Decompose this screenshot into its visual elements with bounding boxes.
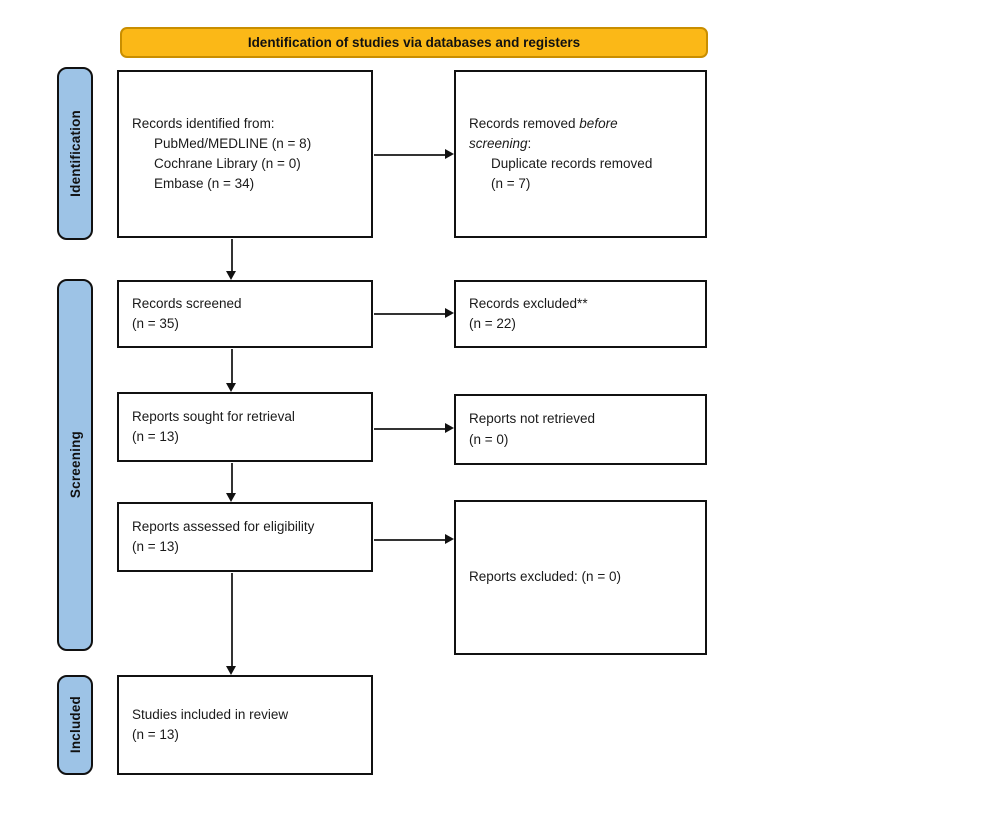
box-records-identified-text: Records identified from: PubMed/MEDLINE … [119,114,319,195]
box-line: Cochrane Library (n = 0) [154,156,301,171]
box-reports-sought: Reports sought for retrieval (n = 13) [117,392,373,462]
box-line: Records screened [132,295,242,311]
box-line-italic: before [579,115,618,131]
box-line-normal: Records removed [469,115,580,131]
box-records-excluded-text: Records excluded** (n = 22) [456,294,596,335]
box-line: (n = 22) [469,316,516,331]
box-line: (n = 0) [469,431,509,447]
box-line: Records removed before [469,114,652,134]
stage-label-included: Included [57,675,93,775]
box-reports-not-retrieved-text: Reports not retrieved (n = 0) [456,409,603,450]
box-line: Duplicate records removed [491,156,653,171]
connector-arrow-assessed-to-included [227,573,235,675]
box-line-italic: screening [469,135,528,151]
box-line: Reports sought for retrieval [132,408,295,424]
box-line: Embase (n = 34) [154,176,255,192]
connector-arrow-screened-to-excluded [374,309,454,317]
stage-label-included-text: Included [67,696,83,754]
box-reports-not-retrieved: Reports not retrieved (n = 0) [454,394,707,465]
connector-arrow-assessed-to-excluded [374,535,454,543]
box-line: (n = 13) [132,429,179,444]
box-reports-excluded-text: Reports excluded: (n = 0) [456,567,629,587]
box-records-screened: Records screened (n = 35) [117,280,373,348]
stage-label-screening: Screening [57,279,93,651]
banner-identification-via-databases: Identification of studies via databases … [120,27,708,58]
connector-arrow-identified-to-removed [374,150,454,158]
box-reports-excluded: Reports excluded: (n = 0) [454,500,707,655]
connector-arrow-sought-to-not-retrieved [374,424,454,432]
box-line: PubMed/MEDLINE (n = 8) [154,135,312,151]
stage-label-identification-text: Identification [67,110,83,197]
box-line: Studies included in review [132,706,289,722]
box-line-normal: : [527,135,532,151]
box-line: Reports not retrieved [469,411,596,427]
box-studies-included-text: Studies included in review (n = 13) [119,705,296,746]
stage-label-identification: Identification [57,67,93,240]
box-records-removed-before-screening: Records removed before screening: Duplic… [454,70,707,238]
banner-title: Identification of studies via databases … [247,35,581,50]
box-line: Reports assessed for eligibility [132,518,315,534]
box-reports-sought-text: Reports sought for retrieval (n = 13) [119,407,303,448]
box-records-removed-text: Records removed before screening: Duplic… [456,114,660,195]
box-line: Records excluded** [469,295,588,311]
box-records-identified: Records identified from: PubMed/MEDLINE … [117,70,373,238]
box-reports-assessed: Reports assessed for eligibility (n = 13… [117,502,373,572]
box-records-excluded: Records excluded** (n = 22) [454,280,707,348]
connector-arrow-screened-to-sought [227,349,235,392]
box-reports-assessed-text: Reports assessed for eligibility (n = 13… [119,517,322,558]
box-line: Reports excluded: (n = 0) [469,569,621,585]
connector-arrow-identified-to-screened [227,239,235,280]
box-line: (n = 13) [132,539,179,554]
box-line: (n = 35) [132,316,179,331]
box-records-screened-text: Records screened (n = 35) [119,294,250,335]
box-line: (n = 13) [132,727,179,742]
box-studies-included: Studies included in review (n = 13) [117,675,373,775]
stage-label-screening-text: Screening [67,431,83,499]
box-line: (n = 7) [491,176,531,192]
connector-arrow-sought-to-assessed [227,463,235,502]
box-line: Records identified from: [132,115,275,131]
box-line: screening: [469,134,652,154]
